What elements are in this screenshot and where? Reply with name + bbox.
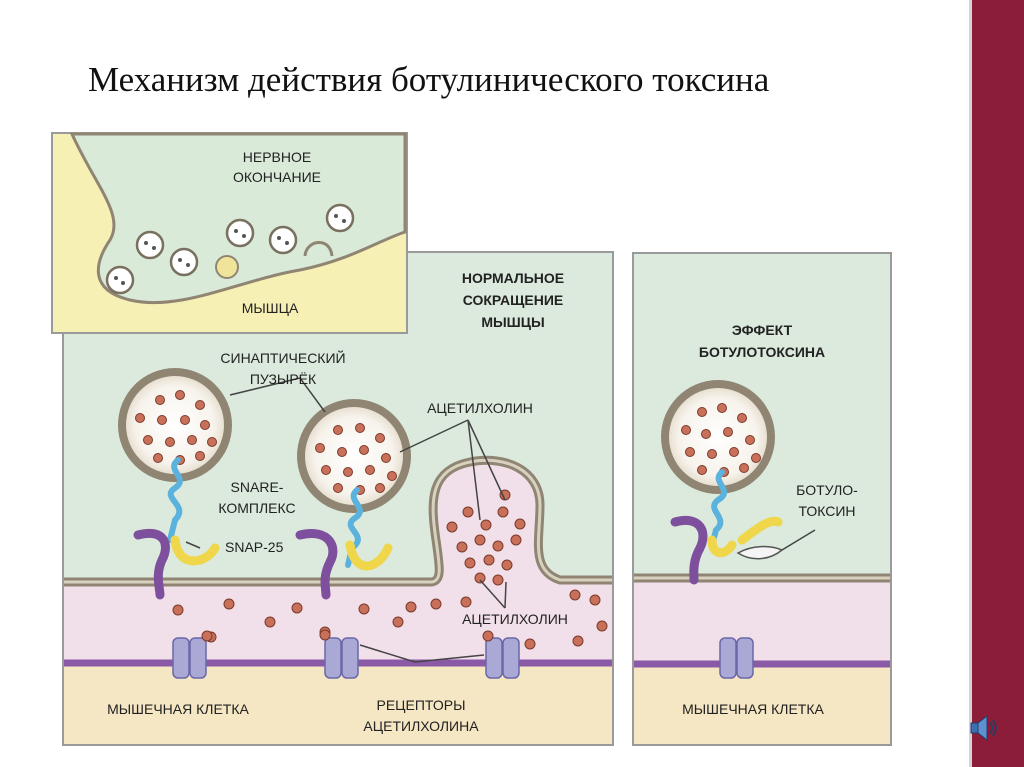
botox-muscle-cell-label: МЫШЕЧНАЯ КЛЕТКА: [682, 701, 824, 717]
muscle-label: МЫШЦА: [242, 300, 299, 316]
botox-heading-line-1: ЭФФЕКТ: [732, 322, 793, 338]
acetylcholine-label-top: АЦЕТИЛХОЛИН: [427, 400, 533, 416]
snare-label-line-1: SNARE-: [231, 479, 284, 495]
normal-heading-line-2: СОКРАЩЕНИЕ: [463, 292, 564, 308]
vesicle-label-line-2: ПУЗЫРЁК: [250, 371, 317, 387]
receptor-1: [173, 638, 206, 678]
botox-receptor: [720, 638, 753, 678]
receptor-2: [325, 638, 358, 678]
normal-muscle-cell-label: МЫШЕЧНАЯ КЛЕТКА: [107, 701, 249, 717]
botox-heading-line-2: БОТУЛОТОКСИНА: [699, 344, 825, 360]
nerve-ending-label-line-1: НЕРВНОЕ: [243, 149, 311, 165]
nerve-ending-label-line-2: ОКОНЧАНИЕ: [233, 169, 321, 185]
botox-toxin-label-line-1: БОТУЛО-: [796, 482, 858, 498]
normal-heading-line-1: НОРМАЛЬНОЕ: [462, 270, 564, 286]
receptors-label-line-2: АЦЕТИЛХОЛИНА: [363, 718, 479, 734]
receptors-label-line-1: РЕЦЕПТОРЫ: [377, 697, 466, 713]
botox-panel: ЭФФЕКТ БОТУЛОТОКСИНА БОТУЛО- ТОКСИН МЫШЕ…: [633, 253, 891, 745]
inset-overview: НЕРВНОЕ ОКОНЧАНИЕ МЫШЦА: [52, 133, 407, 333]
speaker-icon[interactable]: [968, 712, 998, 744]
normal-heading-line-3: МЫШЦЫ: [481, 314, 544, 330]
botox-toxin-label-line-2: ТОКСИН: [798, 503, 855, 519]
acetylcholine-label-bottom: АЦЕТИЛХОЛИН: [462, 611, 568, 627]
snare-label-line-2: КОМПЛЕКС: [218, 500, 295, 516]
vesicle-label-line-1: СИНАПТИЧЕСКИЙ: [220, 349, 345, 366]
snap-25-label: SNAP-25: [225, 539, 284, 555]
receptor-3: [486, 638, 519, 678]
